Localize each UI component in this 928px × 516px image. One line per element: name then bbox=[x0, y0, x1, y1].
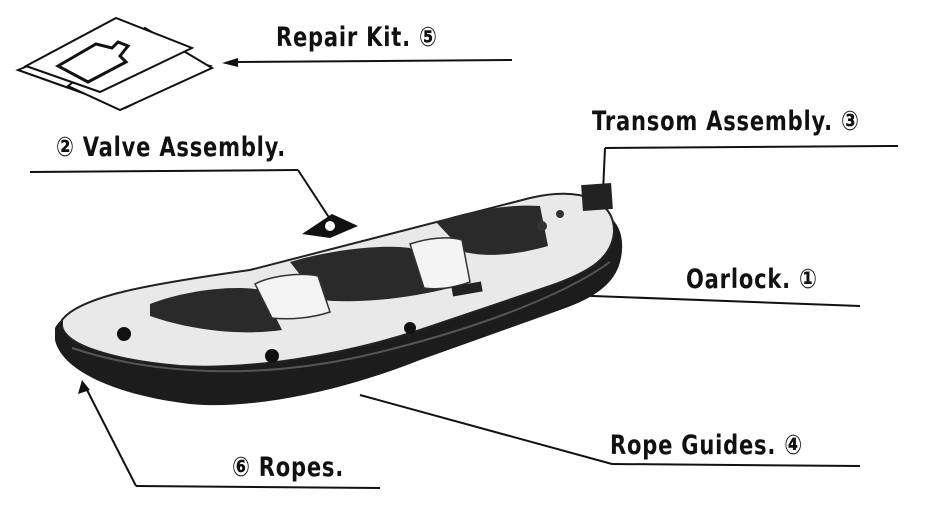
repair-kit-illustration bbox=[15, 16, 215, 112]
ropes-leader-h bbox=[135, 485, 381, 489]
label-rope-guides: Rope Guides. ④ bbox=[610, 430, 803, 461]
valve-leader-d bbox=[297, 169, 333, 223]
ropes-leader-d bbox=[85, 387, 137, 487]
label-ropes: ⑥ Ropes. bbox=[232, 452, 344, 483]
repair-kit-leader bbox=[234, 59, 513, 63]
transom-leader-h bbox=[604, 145, 899, 149]
rope-guides-leader-d bbox=[359, 394, 613, 465]
label-repair-kit: Repair Kit. ⑤ bbox=[276, 22, 438, 53]
leader-lines bbox=[29, 58, 899, 489]
rope-guides-leader-h bbox=[611, 463, 861, 467]
valve-leader-h bbox=[29, 169, 299, 173]
label-valve-assembly: ② Valve Assembly. bbox=[56, 132, 287, 163]
label-transom-assembly: Transom Assembly. ③ bbox=[592, 106, 860, 137]
label-oarlock: Oarlock. ① bbox=[686, 264, 818, 295]
oarlock-leader bbox=[539, 293, 861, 307]
raft-body bbox=[55, 182, 623, 406]
